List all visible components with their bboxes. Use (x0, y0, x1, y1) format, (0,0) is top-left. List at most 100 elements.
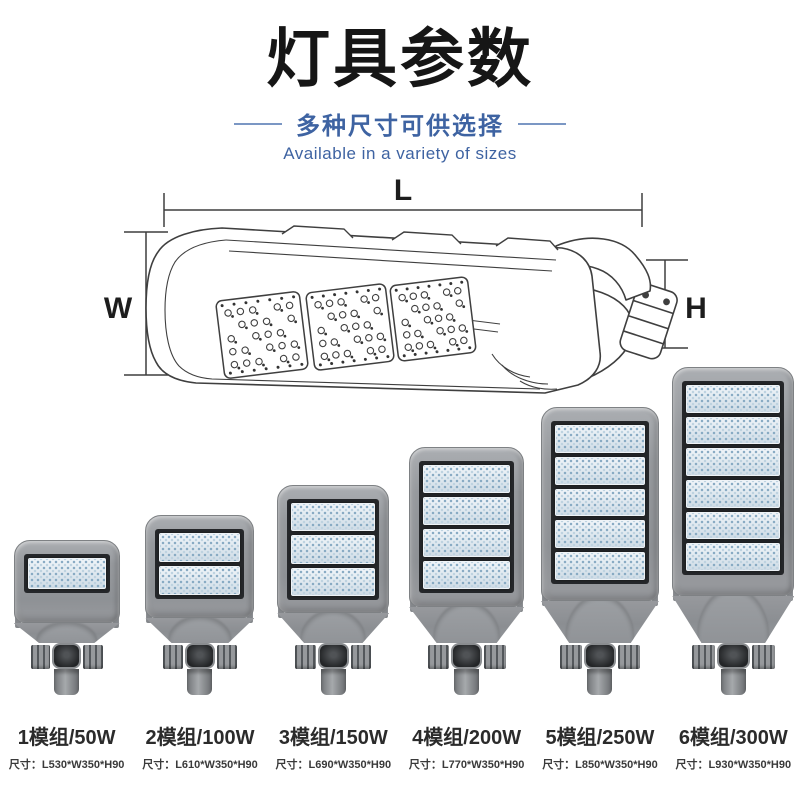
bracket-clamp (185, 643, 215, 669)
lamp-head (277, 485, 390, 613)
mounting-bracket (691, 643, 775, 669)
led-module-area (550, 421, 649, 584)
lamp-neck (13, 623, 120, 643)
pole-stub (320, 669, 346, 695)
led-module (291, 503, 376, 532)
bracket-clamp (451, 643, 483, 669)
led-module (554, 425, 645, 453)
pole-stub (54, 669, 80, 695)
lamp-neck (672, 596, 795, 643)
lamp-tab-right (247, 610, 254, 623)
lamp-neck (145, 618, 255, 643)
subtitle-english: Available in a variety of sizes (283, 144, 517, 164)
streetlight-line-drawing: L W H (104, 174, 707, 394)
lamp-head (13, 540, 120, 623)
bracket-fins-right (216, 645, 238, 669)
led-module (27, 558, 106, 589)
lamp-tab-right (517, 599, 524, 612)
product-size: 尺寸：L770*W350*H90 (408, 759, 525, 771)
led-module (423, 529, 511, 557)
bracket-fins-left (30, 645, 51, 669)
dim-label-length: L (394, 174, 412, 207)
lamp-tab-right (382, 605, 389, 618)
bracket-clamp (583, 643, 617, 669)
led-module-area (287, 499, 380, 600)
drawing-led-panel (389, 276, 477, 362)
lamp-head (145, 515, 255, 618)
drawing-led-panel (305, 283, 395, 371)
lamp-tab-left (14, 615, 21, 628)
led-module (686, 511, 781, 540)
led-module-area (419, 461, 515, 593)
lamp-photo-3-module (277, 485, 390, 695)
bracket-fins-left (162, 645, 184, 669)
lamp-tab-right (787, 588, 794, 601)
product-5: 5模组/250W 尺寸：L850*W350*H90 (533, 407, 666, 772)
product-4: 4模组/200W 尺寸：L770*W350*H90 (400, 447, 533, 772)
bracket-fins-left (559, 645, 582, 669)
lamp-photo-4-module (409, 447, 525, 695)
subtitle-divider-right (518, 122, 566, 125)
led-module (554, 520, 645, 549)
subtitle-divider-left (234, 122, 282, 125)
product-size: 尺寸：L610*W350*H90 (142, 759, 258, 771)
led-module (423, 465, 511, 493)
led-module (423, 497, 511, 525)
lamp-arch-detail (433, 607, 500, 643)
lamp-neck (277, 613, 390, 643)
lamp-head (540, 407, 659, 601)
page-title: 灯具参数 (266, 23, 534, 95)
lamp-arch-detail (565, 601, 635, 643)
subtitle: 多种尺寸可供选择 (296, 113, 504, 141)
led-module (686, 543, 781, 572)
led-module (554, 456, 645, 485)
product-size: 尺寸：L530*W350*H90 (8, 759, 125, 771)
lamp-neck (409, 607, 525, 643)
subtitle-row: 多种尺寸可供选择 (0, 106, 800, 141)
lamp-photo-2-module (145, 515, 255, 695)
mounting-bracket (427, 643, 506, 669)
lamp-arch-detail (300, 613, 366, 643)
led-module (291, 535, 376, 564)
lamp-arch-detail (35, 623, 98, 643)
product-1: 1模组/50W 尺寸：L530*W350*H90 (0, 540, 133, 772)
product-name: 5模组/250W (545, 727, 655, 749)
lamp-tab-right (651, 593, 658, 606)
product-name: 4模组/200W (412, 727, 522, 749)
led-module (686, 480, 781, 508)
led-module (554, 488, 645, 517)
mounting-bracket (559, 643, 641, 669)
lamp-tab-right (112, 615, 119, 628)
bracket-fins-right (751, 645, 775, 669)
lamp-head (409, 447, 525, 607)
led-module (423, 561, 511, 589)
lamp-photo-1-module (13, 540, 120, 695)
lamp-arch-detail (168, 618, 232, 643)
led-module (159, 566, 241, 595)
bracket-fins-right (83, 645, 103, 669)
lamp-neck (540, 601, 659, 643)
bracket-clamp (52, 643, 82, 669)
led-module-area (155, 529, 245, 599)
product-name: 1模组/50W (17, 727, 116, 749)
bracket-fins-right (484, 645, 506, 669)
product-size: 尺寸：L850*W350*H90 (542, 759, 658, 771)
led-module (686, 416, 781, 445)
pole-stub (454, 669, 480, 695)
lamp-photo-6-module (672, 367, 795, 695)
lamp-head (672, 367, 795, 596)
lamp-photo-5-module (540, 407, 659, 695)
bracket-clamp (716, 643, 750, 669)
dim-label-height: H (685, 292, 707, 325)
bracket-fins-left (691, 645, 715, 669)
bracket-fins-right (618, 645, 641, 669)
mounting-bracket (162, 643, 238, 669)
led-module-area (23, 554, 110, 593)
bracket-fins-left (427, 645, 450, 669)
bracket-clamp (318, 643, 349, 669)
led-module (159, 533, 241, 562)
